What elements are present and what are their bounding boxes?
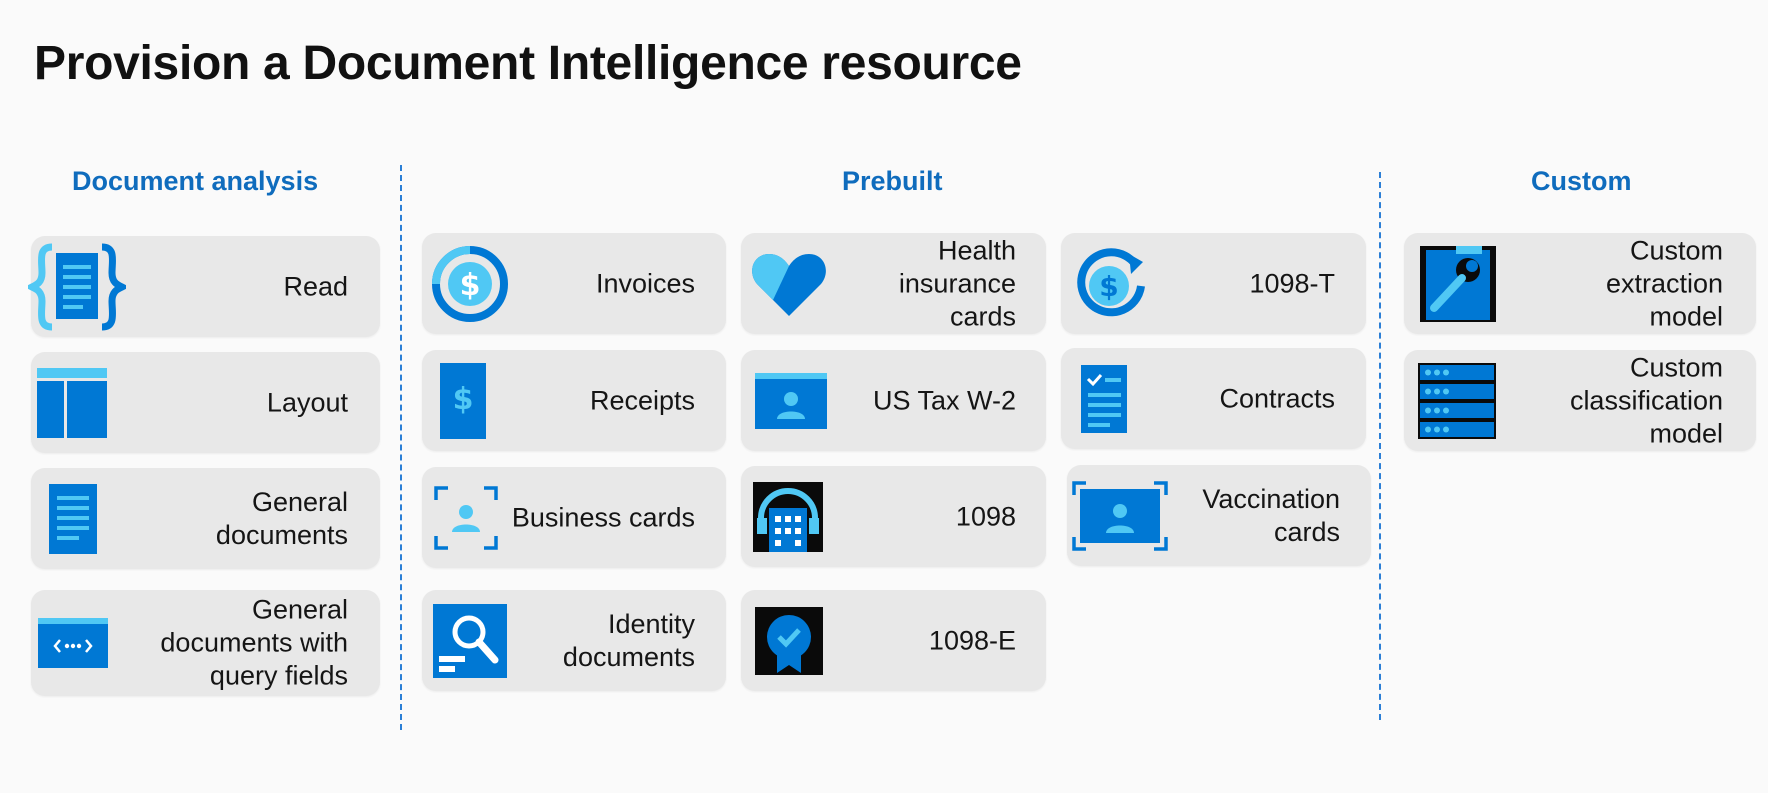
dollar-refresh-icon: $ (1077, 247, 1145, 316)
server-rack-icon (1418, 362, 1496, 439)
wrench-document-icon (1420, 245, 1496, 322)
badge-check-icon (755, 606, 823, 675)
id-card-icon (755, 372, 827, 429)
card-label: Custom extraction model (1605, 235, 1723, 331)
layout-grid-icon (37, 367, 107, 438)
page-title: Provision a Document Intelligence resour… (34, 37, 1022, 90)
card-general-documents-query-fields[interactable]: General documents with query fields (31, 590, 380, 696)
card-custom-classification-model[interactable]: Custom classification model (1404, 350, 1756, 451)
card-label: Health insurance cards (898, 235, 1016, 331)
card-custom-extraction-model[interactable]: Custom extraction model (1404, 233, 1756, 334)
card-label: Layout (266, 387, 348, 417)
card-label: Vaccination cards (1202, 483, 1340, 547)
card-us-tax-w2[interactable]: US Tax W-2 (741, 350, 1046, 451)
identity-search-icon (433, 603, 507, 678)
card-1098-t[interactable]: $ 1098-T (1061, 233, 1366, 334)
section-heading-prebuilt: Prebuilt (842, 166, 943, 196)
svg-text:$: $ (460, 268, 481, 303)
card-label: Invoices (595, 268, 695, 298)
business-card-icon (434, 485, 498, 550)
card-health-insurance-cards[interactable]: Health insurance cards (741, 233, 1046, 334)
checklist-document-icon (1081, 364, 1127, 433)
card-label: US Tax W-2 (872, 385, 1016, 415)
card-business-cards[interactable]: Business cards (422, 467, 726, 568)
card-general-documents[interactable]: General documents (31, 468, 380, 569)
section-divider-left (400, 165, 402, 730)
section-heading-custom: Custom (1531, 166, 1632, 196)
card-receipts[interactable]: $ Receipts (422, 350, 726, 451)
dollar-circle-icon: $ (432, 245, 508, 322)
card-label: General documents (215, 486, 348, 550)
vaccination-card-icon (1072, 480, 1168, 551)
section-divider-right (1379, 172, 1381, 720)
svg-text:$: $ (1099, 270, 1118, 303)
card-layout[interactable]: Layout (31, 352, 380, 453)
card-identity-documents[interactable]: Identity documents (422, 590, 726, 691)
building-icon (753, 481, 823, 552)
svg-text:$: $ (453, 382, 474, 417)
card-contracts[interactable]: Contracts (1061, 348, 1366, 449)
receipt-dollar-icon: $ (440, 362, 486, 439)
card-label: Read (283, 271, 348, 301)
code-braces-document-icon (28, 243, 126, 330)
card-label: 1098 (955, 501, 1016, 531)
card-label: 1098-E (928, 625, 1016, 655)
card-label: 1098-T (1249, 268, 1335, 298)
card-label: Business cards (511, 502, 695, 532)
card-read[interactable]: Read (28, 236, 380, 337)
card-label: Receipts (589, 385, 695, 415)
card-label: General documents with query fields (160, 594, 348, 691)
card-label: Identity documents (562, 608, 695, 672)
document-lines-icon (49, 483, 97, 554)
heart-icon (752, 253, 826, 316)
card-label: Contracts (1219, 383, 1335, 413)
card-invoices[interactable]: $ Invoices (422, 233, 726, 334)
card-1098[interactable]: 1098 (741, 466, 1046, 567)
card-label: Custom classification model (1569, 352, 1723, 448)
section-heading-document-analysis: Document analysis (72, 166, 319, 196)
card-1098-e[interactable]: 1098-E (741, 590, 1046, 691)
query-fields-icon (38, 618, 108, 668)
card-vaccination-cards[interactable]: Vaccination cards (1067, 465, 1371, 566)
